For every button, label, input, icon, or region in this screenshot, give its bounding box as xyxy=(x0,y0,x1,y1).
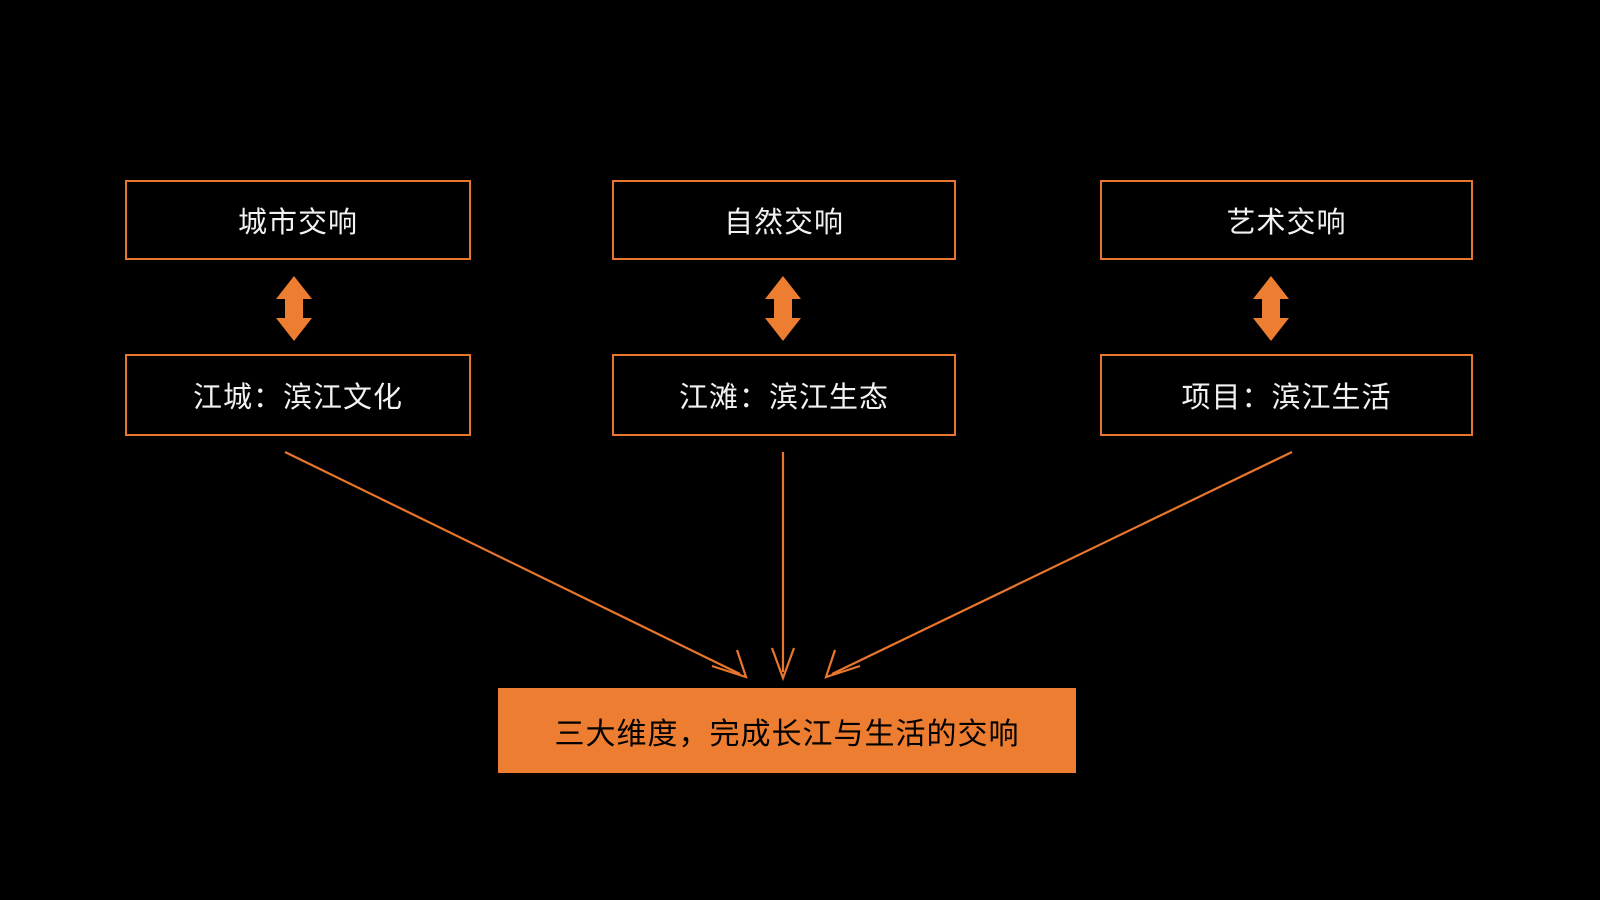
connector-left-icon xyxy=(284,451,748,679)
node-mid-river-city[interactable]: 江城：滨江文化 xyxy=(125,354,471,436)
node-top-city[interactable]: 城市交响 xyxy=(125,180,471,260)
double-arrow-2-icon xyxy=(765,276,801,341)
connector-middle-icon xyxy=(770,452,796,682)
double-arrow-1-icon xyxy=(276,276,312,341)
node-mid-project-label: 项目：滨江生活 xyxy=(1181,382,1392,414)
double-arrow-3-icon xyxy=(1253,276,1289,341)
node-top-nature[interactable]: 自然交响 xyxy=(612,180,956,260)
node-mid-river-city-label: 江城：滨江文化 xyxy=(192,382,403,414)
summary-box[interactable]: 三大维度，完成长江与生活的交响 xyxy=(498,688,1076,773)
node-mid-river-beach[interactable]: 江滩：滨江生态 xyxy=(612,354,956,436)
node-mid-river-beach-label: 江滩：滨江生态 xyxy=(678,382,889,414)
node-top-city-label: 城市交响 xyxy=(237,207,358,239)
node-top-art[interactable]: 艺术交响 xyxy=(1100,180,1473,260)
connector-right-icon xyxy=(824,451,1293,679)
node-top-nature-label: 自然交响 xyxy=(723,207,844,239)
node-top-art-label: 艺术交响 xyxy=(1226,207,1347,239)
node-mid-project[interactable]: 项目：滨江生活 xyxy=(1100,354,1473,436)
summary-label: 三大维度，完成长江与生活的交响 xyxy=(554,717,1020,751)
